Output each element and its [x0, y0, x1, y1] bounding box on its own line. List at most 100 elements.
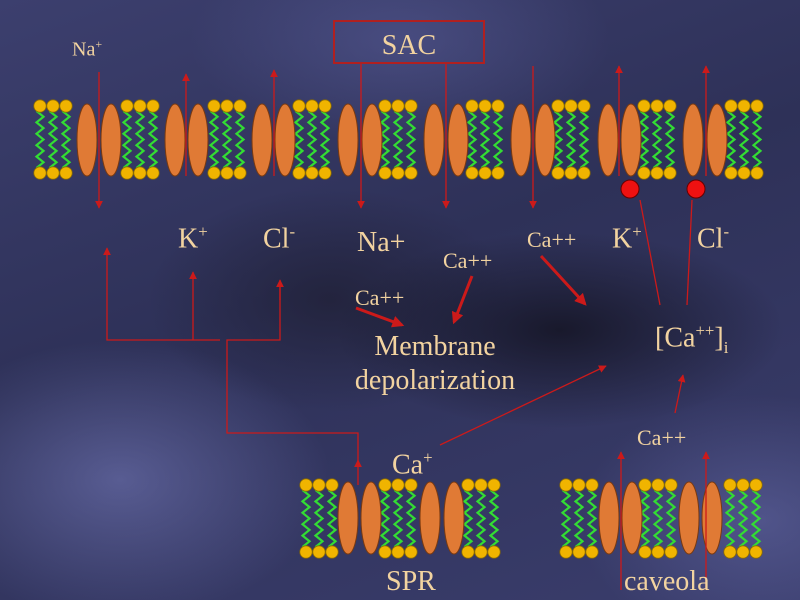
- lipid-head-bottom: [292, 166, 306, 180]
- channel-protein: [419, 481, 441, 555]
- lipid-head-top: [559, 478, 573, 492]
- lipid-head-bottom: [220, 166, 234, 180]
- lipid-head-bottom: [207, 166, 221, 180]
- lipid-head-bottom: [391, 166, 405, 180]
- sac-box: SAC: [333, 20, 485, 64]
- lipid-head-top: [474, 478, 488, 492]
- lipid-head-top: [233, 99, 247, 113]
- lipid-head-bottom: [59, 166, 73, 180]
- lipid-tail: [738, 110, 750, 169]
- lipid-head-top: [312, 478, 326, 492]
- lipid-head-bottom: [325, 545, 339, 559]
- lipid-tail: [313, 489, 325, 548]
- lipid-head-bottom: [551, 166, 565, 180]
- lipid-tail: [737, 489, 749, 548]
- lipid-head-top: [465, 99, 479, 113]
- cl-right-label: Cl-: [697, 222, 730, 255]
- lipid-head-top: [750, 99, 764, 113]
- lipid-head-top: [723, 478, 737, 492]
- channel-protein: [100, 103, 122, 177]
- lipid-tail: [466, 110, 478, 169]
- lipid-head-top: [404, 478, 418, 492]
- lipid-group-top-6: [465, 99, 505, 180]
- lipid-tail: [300, 489, 312, 548]
- lipid-group-spr-1: [299, 478, 339, 559]
- lipid-tail: [573, 489, 585, 548]
- lipid-tail: [475, 489, 487, 548]
- lipid-tail: [405, 489, 417, 548]
- spr-label: SPR: [386, 566, 436, 597]
- ca-activated-k-dot: [620, 179, 640, 199]
- lipid-tail: [379, 489, 391, 548]
- lipid-head-top: [120, 99, 134, 113]
- lipid-head-top: [318, 99, 332, 113]
- lipid-head-bottom: [737, 166, 751, 180]
- lipid-tail: [208, 110, 220, 169]
- channel-protein: [598, 481, 620, 555]
- lipid-head-top: [391, 99, 405, 113]
- lipid-head-top: [487, 478, 501, 492]
- ca-right-top-label: Ca++: [527, 227, 577, 252]
- lipid-head-bottom: [120, 166, 134, 180]
- channel-protein: [682, 103, 704, 177]
- caveola-label: caveola: [624, 566, 710, 597]
- lipid-head-bottom: [478, 166, 492, 180]
- lipid-tail: [462, 489, 474, 548]
- lipid-tail: [665, 489, 677, 548]
- lipid-head-bottom: [564, 166, 578, 180]
- ca-mid-to-md-arrow: [451, 275, 474, 325]
- lipid-head-bottom: [318, 166, 332, 180]
- ca-i-label: [Ca++]i: [655, 321, 729, 357]
- lipid-head-bottom: [391, 545, 405, 559]
- caveola-to-cai-arrow: [674, 374, 686, 414]
- lipid-head-top: [207, 99, 221, 113]
- lipid-head-bottom: [650, 166, 664, 180]
- lipid-head-top: [305, 99, 319, 113]
- lipid-tail: [147, 110, 159, 169]
- lipid-tail: [488, 489, 500, 548]
- lipid-head-top: [736, 478, 750, 492]
- lipid-head-top: [59, 99, 73, 113]
- lipid-head-bottom: [638, 545, 652, 559]
- lipid-tail: [319, 110, 331, 169]
- md-line-2: depolarization: [354, 365, 516, 396]
- lipid-head-bottom: [572, 545, 586, 559]
- lipid-tail: [47, 110, 59, 169]
- lipid-tail: [560, 489, 572, 548]
- lipid-head-bottom: [651, 545, 665, 559]
- lipid-tail: [639, 489, 651, 548]
- channel-protein: [76, 103, 98, 177]
- lipid-head-bottom: [465, 166, 479, 180]
- channel-protein: [510, 103, 532, 177]
- lipid-head-top: [572, 478, 586, 492]
- lipid-head-bottom: [233, 166, 247, 180]
- lipid-group-caveola-1: [559, 478, 599, 559]
- channel-protein: [423, 103, 445, 177]
- lipid-tail: [724, 489, 736, 548]
- lipid-head-bottom: [637, 166, 651, 180]
- lipid-head-top: [551, 99, 565, 113]
- channel-protein: [360, 481, 382, 555]
- lipid-head-bottom: [146, 166, 160, 180]
- lipid-tail: [652, 489, 664, 548]
- ca-caveola-label: Ca++: [637, 425, 687, 450]
- lipid-head-top: [577, 99, 591, 113]
- lipid-group-top-2: [120, 99, 160, 180]
- lipid-head-bottom: [378, 166, 392, 180]
- channel-protein: [337, 103, 359, 177]
- lipid-group-top-8: [637, 99, 677, 180]
- spr-to-cai-arrow: [439, 365, 607, 446]
- lipid-tail: [379, 110, 391, 169]
- lipid-tail: [121, 110, 133, 169]
- md-line-1: Membrane: [374, 331, 496, 362]
- lipid-head-bottom: [461, 545, 475, 559]
- lipid-head-bottom: [33, 166, 47, 180]
- lipid-tail: [725, 110, 737, 169]
- lipid-tail: [552, 110, 564, 169]
- lipid-head-bottom: [46, 166, 60, 180]
- ca-spr-label: Ca+: [392, 448, 433, 481]
- lipid-head-top: [292, 99, 306, 113]
- lipid-tail: [565, 110, 577, 169]
- lipid-head-bottom: [491, 166, 505, 180]
